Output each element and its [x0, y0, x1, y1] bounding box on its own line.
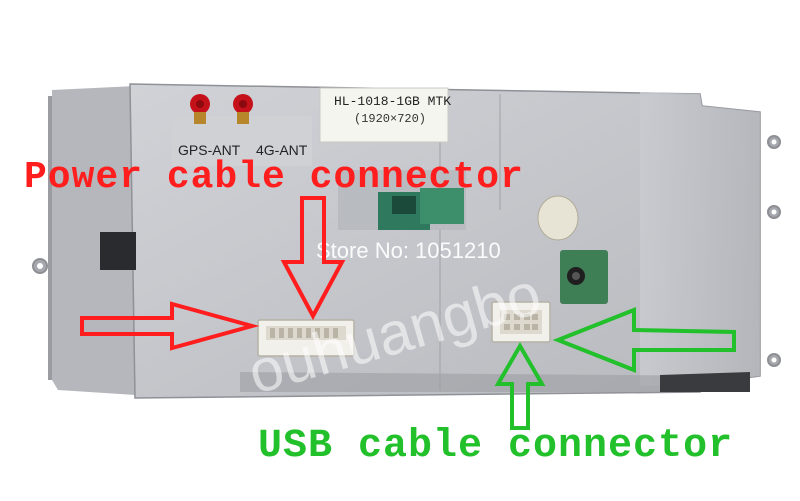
red-down-arrow-icon — [280, 196, 346, 321]
usb-cable-connector-label: USB cable connector — [258, 424, 734, 469]
4g-antenna-label: 4G-ANT — [256, 142, 308, 158]
model-sticker-text: HL-1018-1GB MTK — [334, 94, 452, 109]
power-cable-connector-label: Power cable connector — [24, 156, 524, 199]
green-left-arrow-icon — [552, 307, 736, 373]
gps-antenna-label: GPS-ANT — [178, 142, 241, 158]
resolution-sticker-text: (1920×720) — [354, 112, 427, 126]
store-watermark: Store No: 1051210 — [316, 238, 501, 263]
red-right-arrow-icon — [80, 301, 260, 351]
green-up-arrow-icon — [494, 342, 546, 430]
